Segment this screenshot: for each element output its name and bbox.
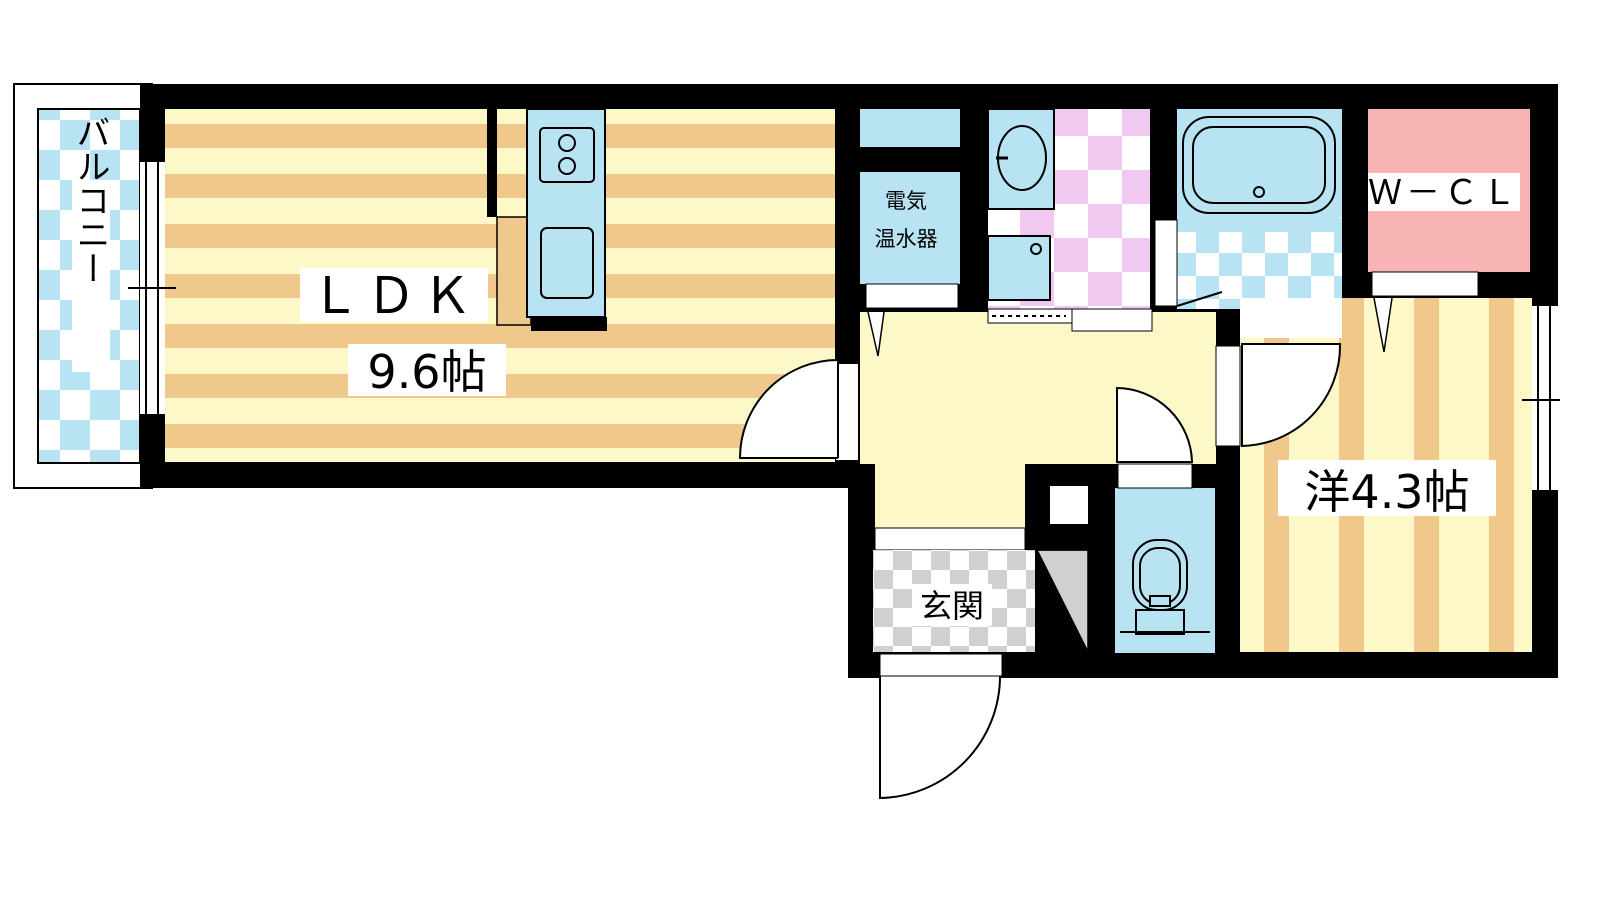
label-wcl: Ｗ－ＣＬ [1368, 173, 1520, 213]
washing-machine-icon [987, 235, 1051, 301]
window-western-room [1522, 306, 1560, 490]
toilet-icon [1120, 539, 1210, 635]
door-ldk [738, 359, 858, 460]
balcony [13, 83, 153, 489]
bathtub-icon [1182, 116, 1336, 214]
ldk-room [165, 108, 835, 462]
door-western-room [1215, 343, 1342, 448]
label-balcony: バルコニー [70, 115, 110, 285]
door-entrance [879, 653, 1003, 800]
label-water-heater-1: 電気 [885, 189, 927, 213]
door-indicator-heater [867, 311, 885, 357]
sink-icon [540, 227, 594, 299]
label-water-heater-2: 温水器 [875, 227, 938, 251]
door-indicator-wcl [1373, 297, 1393, 353]
label-western-room: 洋4.3帖 [1304, 465, 1469, 519]
window-ldk-balcony [128, 162, 176, 414]
label-ldk-size: 9.6帖 [367, 345, 486, 399]
door-toilet [1116, 386, 1194, 463]
label-ldk-name: ＬＤＫ [310, 267, 478, 325]
stove-icon [539, 127, 595, 183]
label-entrance: 玄関 [920, 587, 984, 625]
wash-basin-icon [987, 108, 1055, 210]
entrance [873, 549, 1090, 653]
